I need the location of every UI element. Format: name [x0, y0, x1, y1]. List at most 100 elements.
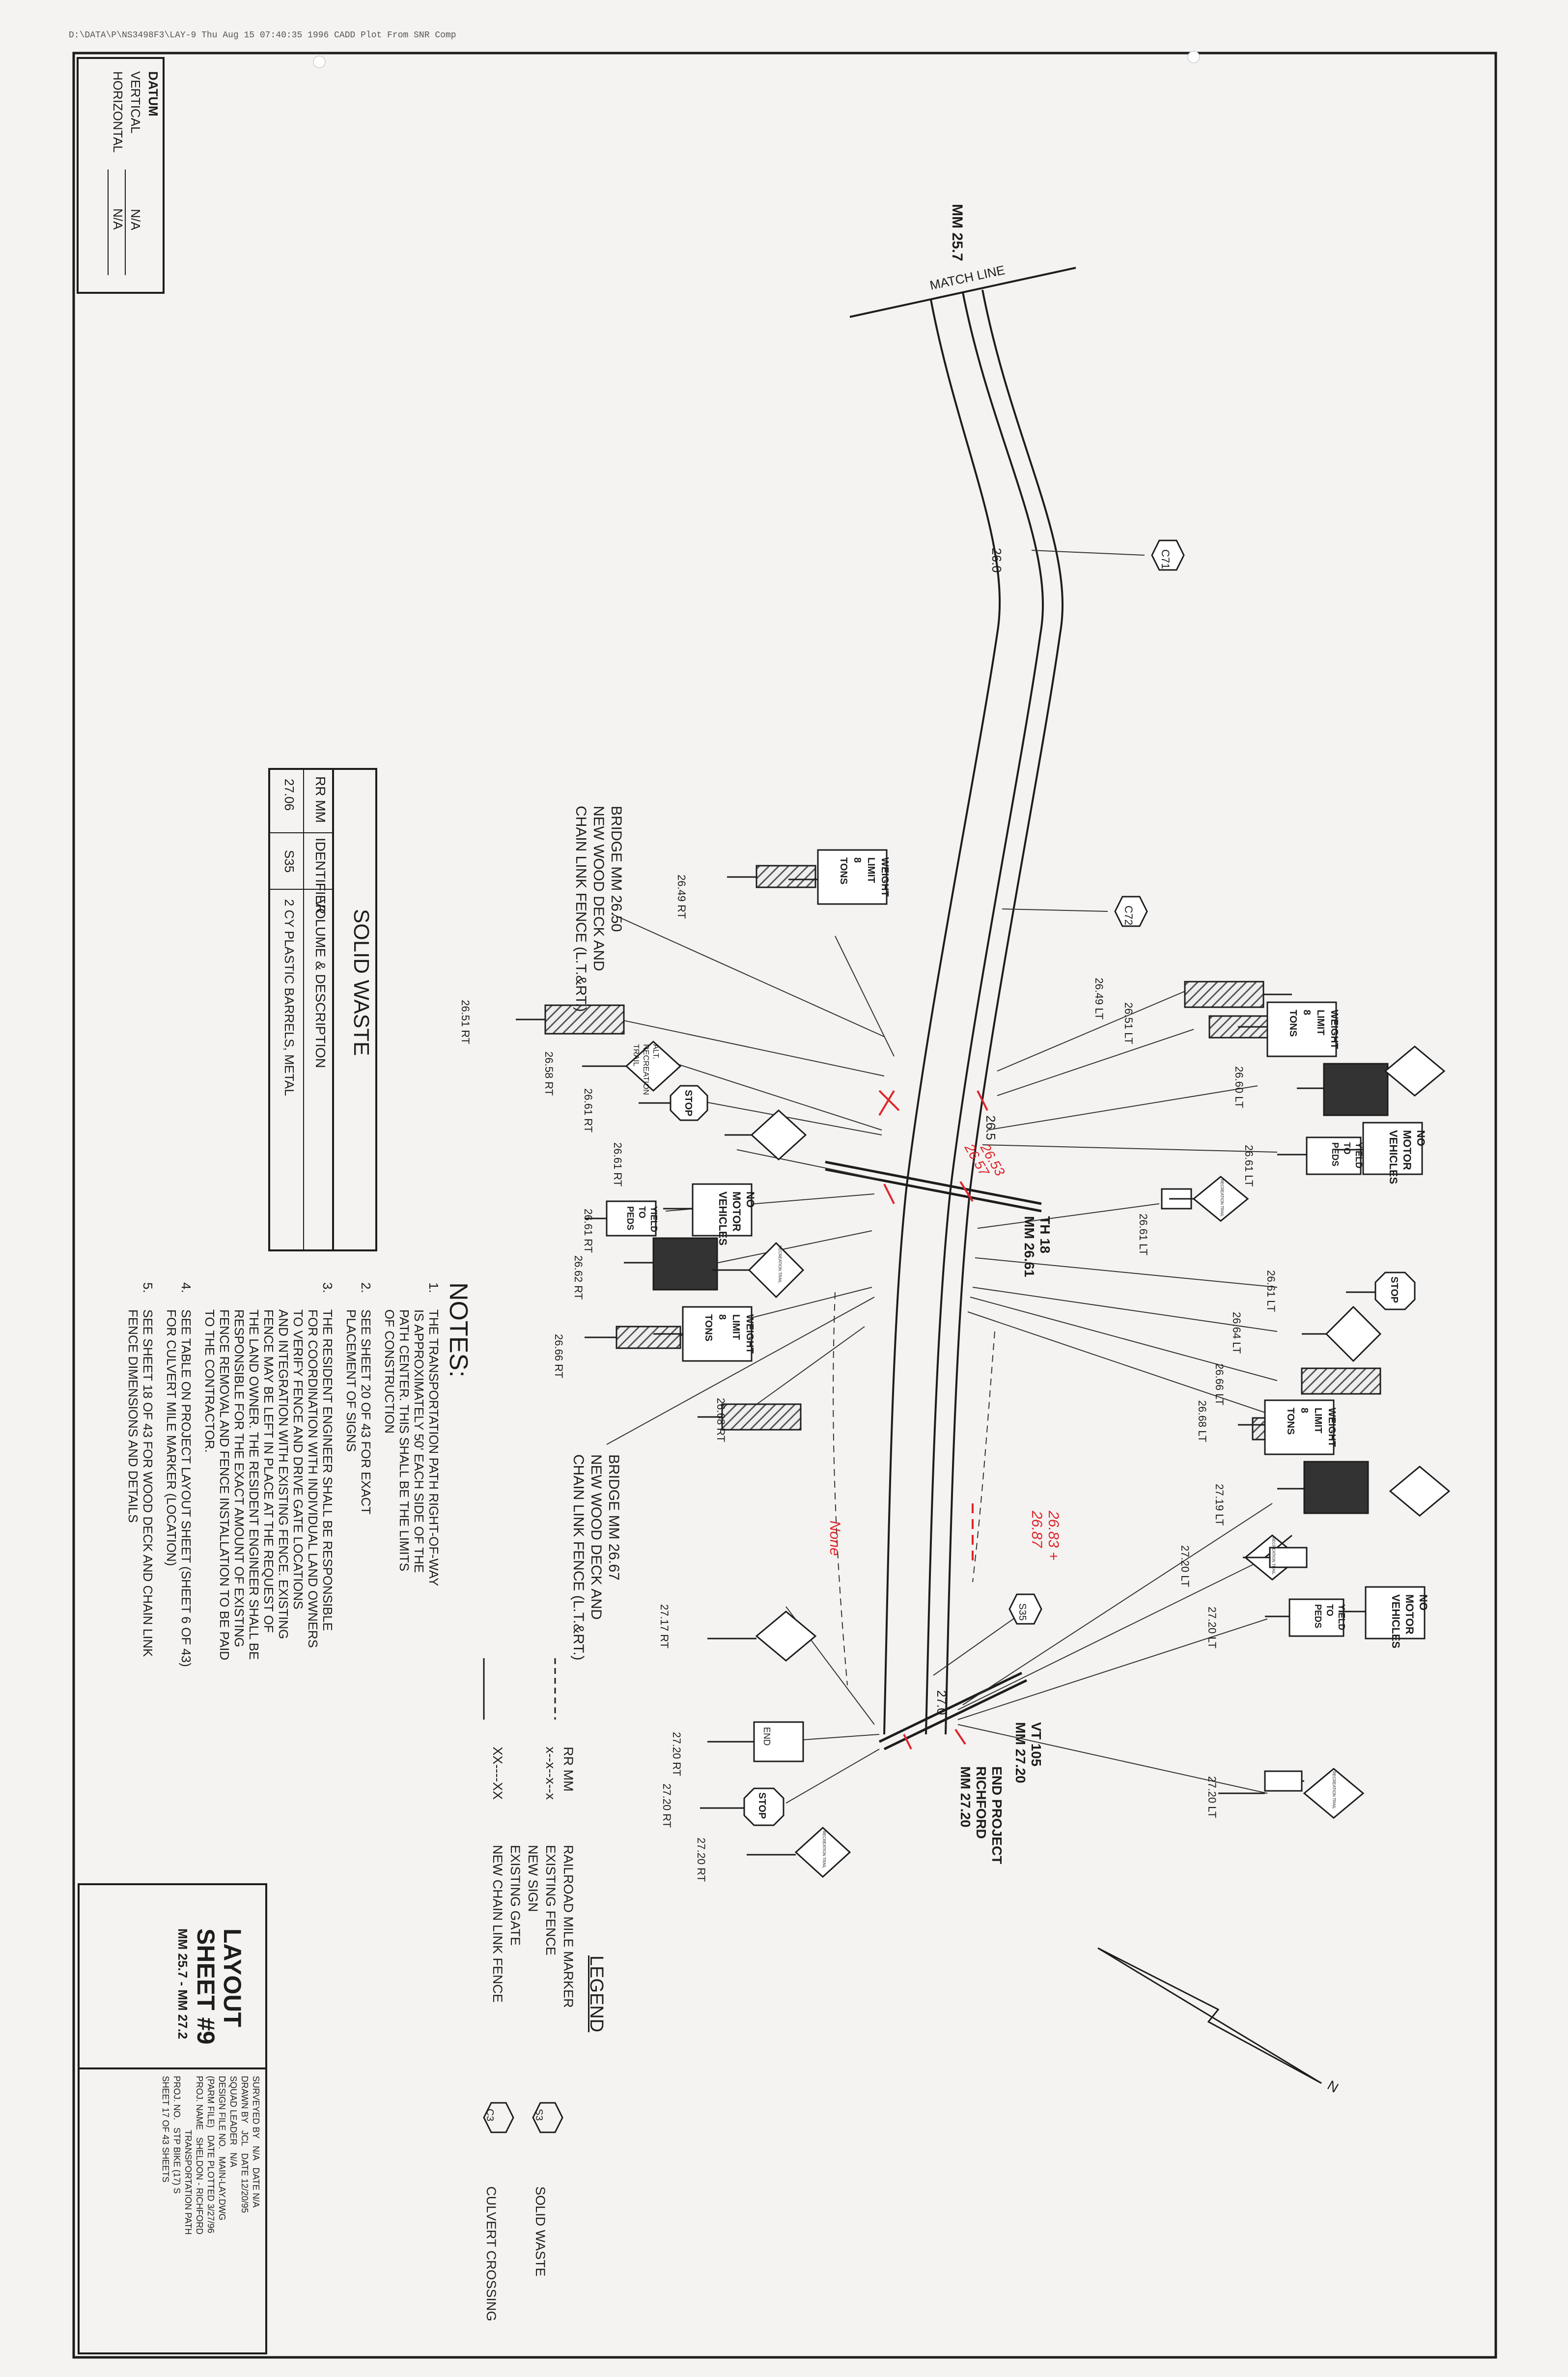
- culvert-c72-label: C72: [1122, 906, 1135, 925]
- leaders: [606, 550, 1278, 1804]
- culvert-c71-label: C71: [1159, 549, 1172, 569]
- note-item: 5.SEE SHEET 18 OF 43 FOR WOOD DECK AND C…: [126, 1282, 155, 1667]
- tb-fields: SURVEYED BY N/A DATE N/A DRAWN BY JCL DA…: [160, 2076, 261, 2235]
- th18-label: TH 18: [1037, 1216, 1053, 1253]
- tb-projno-label: PROJ. NO.: [172, 2076, 182, 2121]
- callout-right: 27.20 LT: [1206, 1776, 1218, 1818]
- redline-none: None: [827, 1521, 843, 1556]
- legend-label: EXISTING GATE: [508, 1845, 523, 1946]
- note-line: SEE TABLE ON PROJECT LAYOUT SHEET (SHEET…: [179, 1309, 194, 1667]
- legend-symbol: x--x--x--x: [543, 1747, 558, 1800]
- existing-fence-left: [833, 1292, 848, 1686]
- start-mm: MM 25.7: [949, 204, 965, 261]
- legend-symbol: [524, 1747, 542, 1845]
- sign-weight-limit: 8: [1299, 1408, 1310, 1413]
- callout-right: 26.64 LT: [1231, 1312, 1243, 1354]
- legend-culvert-symbol: C3: [484, 2109, 495, 2122]
- legend-solid-waste-symbol: S3: [533, 2109, 544, 2121]
- note-line: THE LAND OWNER. THE RESIDENT ENGINEER SH…: [247, 1309, 261, 1660]
- plot-header: D:\DATA\P\NS3498F3\LAY-9 Thu Aug 15 07:4…: [69, 30, 456, 40]
- bridge-2-note: CHAIN LINK FENCE (L.T.&RT.): [570, 1454, 587, 1661]
- bridge-2-note: BRIDGE MM 26.67: [606, 1454, 622, 1581]
- vt105-road: [878, 1671, 1023, 1743]
- sign-no-motor: MOTOR: [1401, 1130, 1413, 1170]
- tb-of: OF: [161, 2120, 170, 2132]
- callout-right: 26.51 LT: [1122, 1002, 1135, 1044]
- sign-weight-limit: TONS: [1285, 1408, 1296, 1435]
- sign-no-motor: MOTOR: [730, 1191, 743, 1232]
- legend-item: NEW SIGN: [524, 1747, 542, 2008]
- sign-rec-trail: RECREATION TRAIL: [778, 1245, 782, 1283]
- callout-left: 27.20 RT: [695, 1838, 707, 1882]
- end-project-label: MM 27.20: [958, 1766, 973, 1828]
- sign-weight-limit: LIMIT: [866, 857, 876, 883]
- note-number: 1.: [426, 1282, 441, 1293]
- match-line-label: MATCH LINE: [928, 262, 1006, 293]
- end-project-label: RICHFORD: [974, 1766, 989, 1839]
- legend-symbols: [483, 1658, 563, 2133]
- tb-sheetno: 17: [161, 2107, 170, 2118]
- callout-left: 26.49 RT: [675, 875, 688, 919]
- datum-vertical-label: VERTICAL: [128, 71, 143, 133]
- note-number: 4.: [179, 1282, 194, 1293]
- tb-drawn-date: 12/20/95: [240, 2179, 250, 2213]
- sign-yield: TO: [1342, 1142, 1352, 1155]
- sw-header-rrmm: RR MM: [313, 776, 328, 823]
- sw-row-identifier: S35: [282, 850, 297, 873]
- sign-no-motor: MOTOR: [1403, 1594, 1416, 1635]
- tb-design: MAIN-LAY.DWG: [217, 2156, 227, 2221]
- callout-right: 26.68 LT: [1196, 1400, 1208, 1442]
- sign-yield: TO: [1325, 1604, 1335, 1616]
- note-number: 5.: [140, 1282, 155, 1293]
- tb-date-label-2: DATE: [240, 2153, 250, 2177]
- legend-label: NEW SIGN: [526, 1845, 540, 1912]
- north-label: N: [1325, 2077, 1341, 2095]
- bridge-1-note: BRIDGE MM 26.50: [608, 806, 624, 932]
- bridge-1-note: CHAIN LINK FENCE (L.T.&RT.): [573, 806, 589, 1012]
- tb-total: 43: [161, 2134, 170, 2145]
- tb-squad: N/A: [228, 2152, 238, 2168]
- tb-sheet: SHEET #9: [192, 1928, 220, 2045]
- tb-squad-label: SQUAD LEADER: [228, 2076, 238, 2146]
- sign-alt-rec: ALT.: [651, 1044, 660, 1059]
- callout-left: 26.61 RT: [582, 1209, 594, 1253]
- note-item: 4. SEE TABLE ON PROJECT LAYOUT SHEET (SHE…: [164, 1282, 194, 1667]
- tb-title: LAYOUT: [219, 1928, 246, 2027]
- sign-weight-limit: TONS: [703, 1314, 714, 1341]
- callout-right: 26.60 LT: [1233, 1066, 1245, 1108]
- tb-projno: STP BIKE (17) S: [172, 2127, 182, 2194]
- sign-rec-trail: RECREATION TRAIL: [1271, 1537, 1276, 1575]
- tb-date-label-1: DATE: [251, 2167, 261, 2191]
- sign-yield: PEDS: [625, 1206, 635, 1230]
- callout-left: 26.61 RT: [612, 1142, 624, 1187]
- callout-left: 27.20 RT: [671, 1732, 683, 1776]
- datum-box: [77, 57, 165, 294]
- barriers: [516, 865, 1381, 1441]
- tb-design-label: DESIGN FILE NO.: [217, 2076, 227, 2150]
- tb-sheetno-label: SHEET: [161, 2076, 170, 2105]
- legend-title: LEGEND: [586, 1955, 607, 2033]
- note-line: SEE SHEET 20 OF 43 FOR EXACT: [359, 1309, 373, 1515]
- station-27-0: 27.0: [934, 1690, 949, 1715]
- note-line: FOR COORDINATION WITH INDIVIDUAL LAND OW…: [306, 1309, 320, 1648]
- datum-text: DATUM VERTICAL N/A HORIZONTAL N/A: [109, 71, 162, 230]
- signs: [606, 539, 1451, 1878]
- legend-item: EXISTING GATE: [506, 1747, 524, 2008]
- redline-2: 26.83 +: [1045, 1510, 1062, 1560]
- tb-surveyed-date: N/A: [251, 2193, 261, 2208]
- callout-right: 27.20 LT: [1206, 1607, 1218, 1648]
- sign-weight-limit: WEIGHT: [879, 857, 890, 897]
- legend-culvert-label: CULVERT CROSSING: [484, 2186, 499, 2321]
- note-line: RESPONSIBLE FOR THE EXACT AMOUNT OF EXIS…: [232, 1309, 247, 1647]
- redline-2: 26.87: [1029, 1510, 1045, 1548]
- tb-plotted-label: DATE PLOTTED: [206, 2135, 216, 2202]
- note-number: 3.: [320, 1282, 335, 1293]
- sign-weight-limit: 8: [852, 857, 863, 863]
- note-line: FOR CULVERT MILE MARKER (LOCATION): [164, 1309, 179, 1566]
- tb-range: MM 25.7 - MM 27.2: [175, 1928, 190, 2039]
- tb-surveyed: N/A: [251, 2146, 261, 2160]
